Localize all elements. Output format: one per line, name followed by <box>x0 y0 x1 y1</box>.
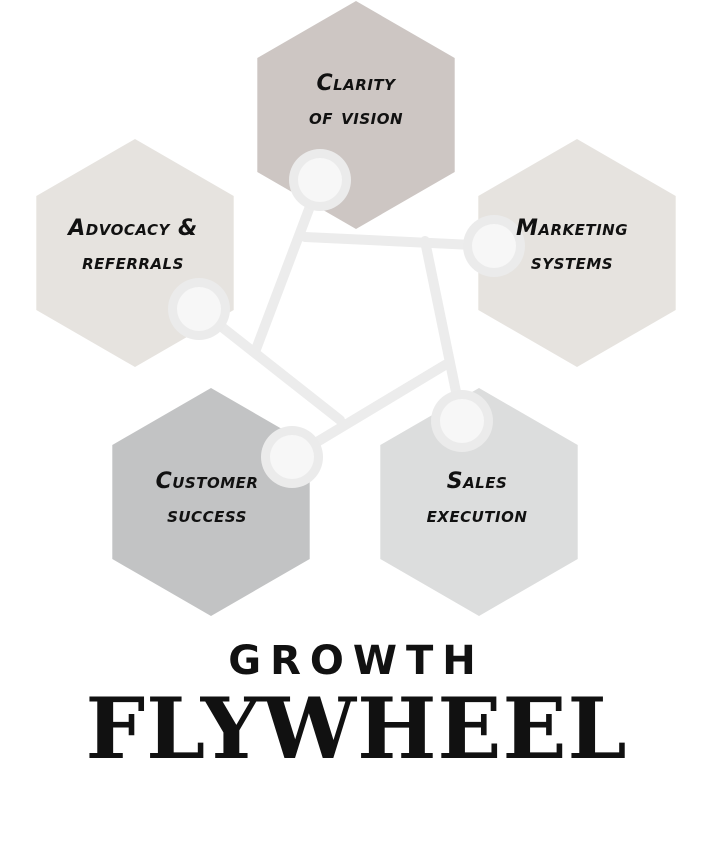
title-flywheel: FLYWHEEL <box>85 679 628 778</box>
hexagon-label-line: success <box>167 503 247 528</box>
hexagon-label-marketing: Marketing systems <box>516 216 628 275</box>
hexagon-label-line: systems <box>531 250 613 275</box>
hexagon-label-line: execution <box>427 503 528 528</box>
hexagon-sales <box>380 388 578 616</box>
node-sales <box>440 399 484 443</box>
node-advocacy <box>177 287 221 331</box>
hexagon-label-line: Customer <box>156 469 259 494</box>
hexagon-label-line: Advocacy & <box>66 216 197 241</box>
hexagon-label-customer: Customer success <box>156 469 259 528</box>
node-clarity <box>298 158 342 202</box>
hexagon-label-sales: Sales execution <box>427 469 528 528</box>
hexagon-customer <box>112 388 310 616</box>
connector-clarity-marketing <box>300 232 499 251</box>
hexagon-label-line: of vision <box>309 105 403 130</box>
hexagon-label-line: Sales <box>447 469 508 494</box>
title-growth: GROWTH <box>228 638 485 684</box>
hexagon-label-clarity: Clarity of vision <box>309 71 403 130</box>
hexagon-marketing <box>478 139 676 367</box>
hexagon-label-advocacy: Advocacy & referrals <box>66 216 197 275</box>
hexagon-label-line: referrals <box>82 250 184 275</box>
hexagon-label-line: Marketing <box>516 216 628 241</box>
node-customer <box>270 435 314 479</box>
node-marketing <box>472 224 516 268</box>
hexagon-label-line: Clarity <box>316 71 397 96</box>
